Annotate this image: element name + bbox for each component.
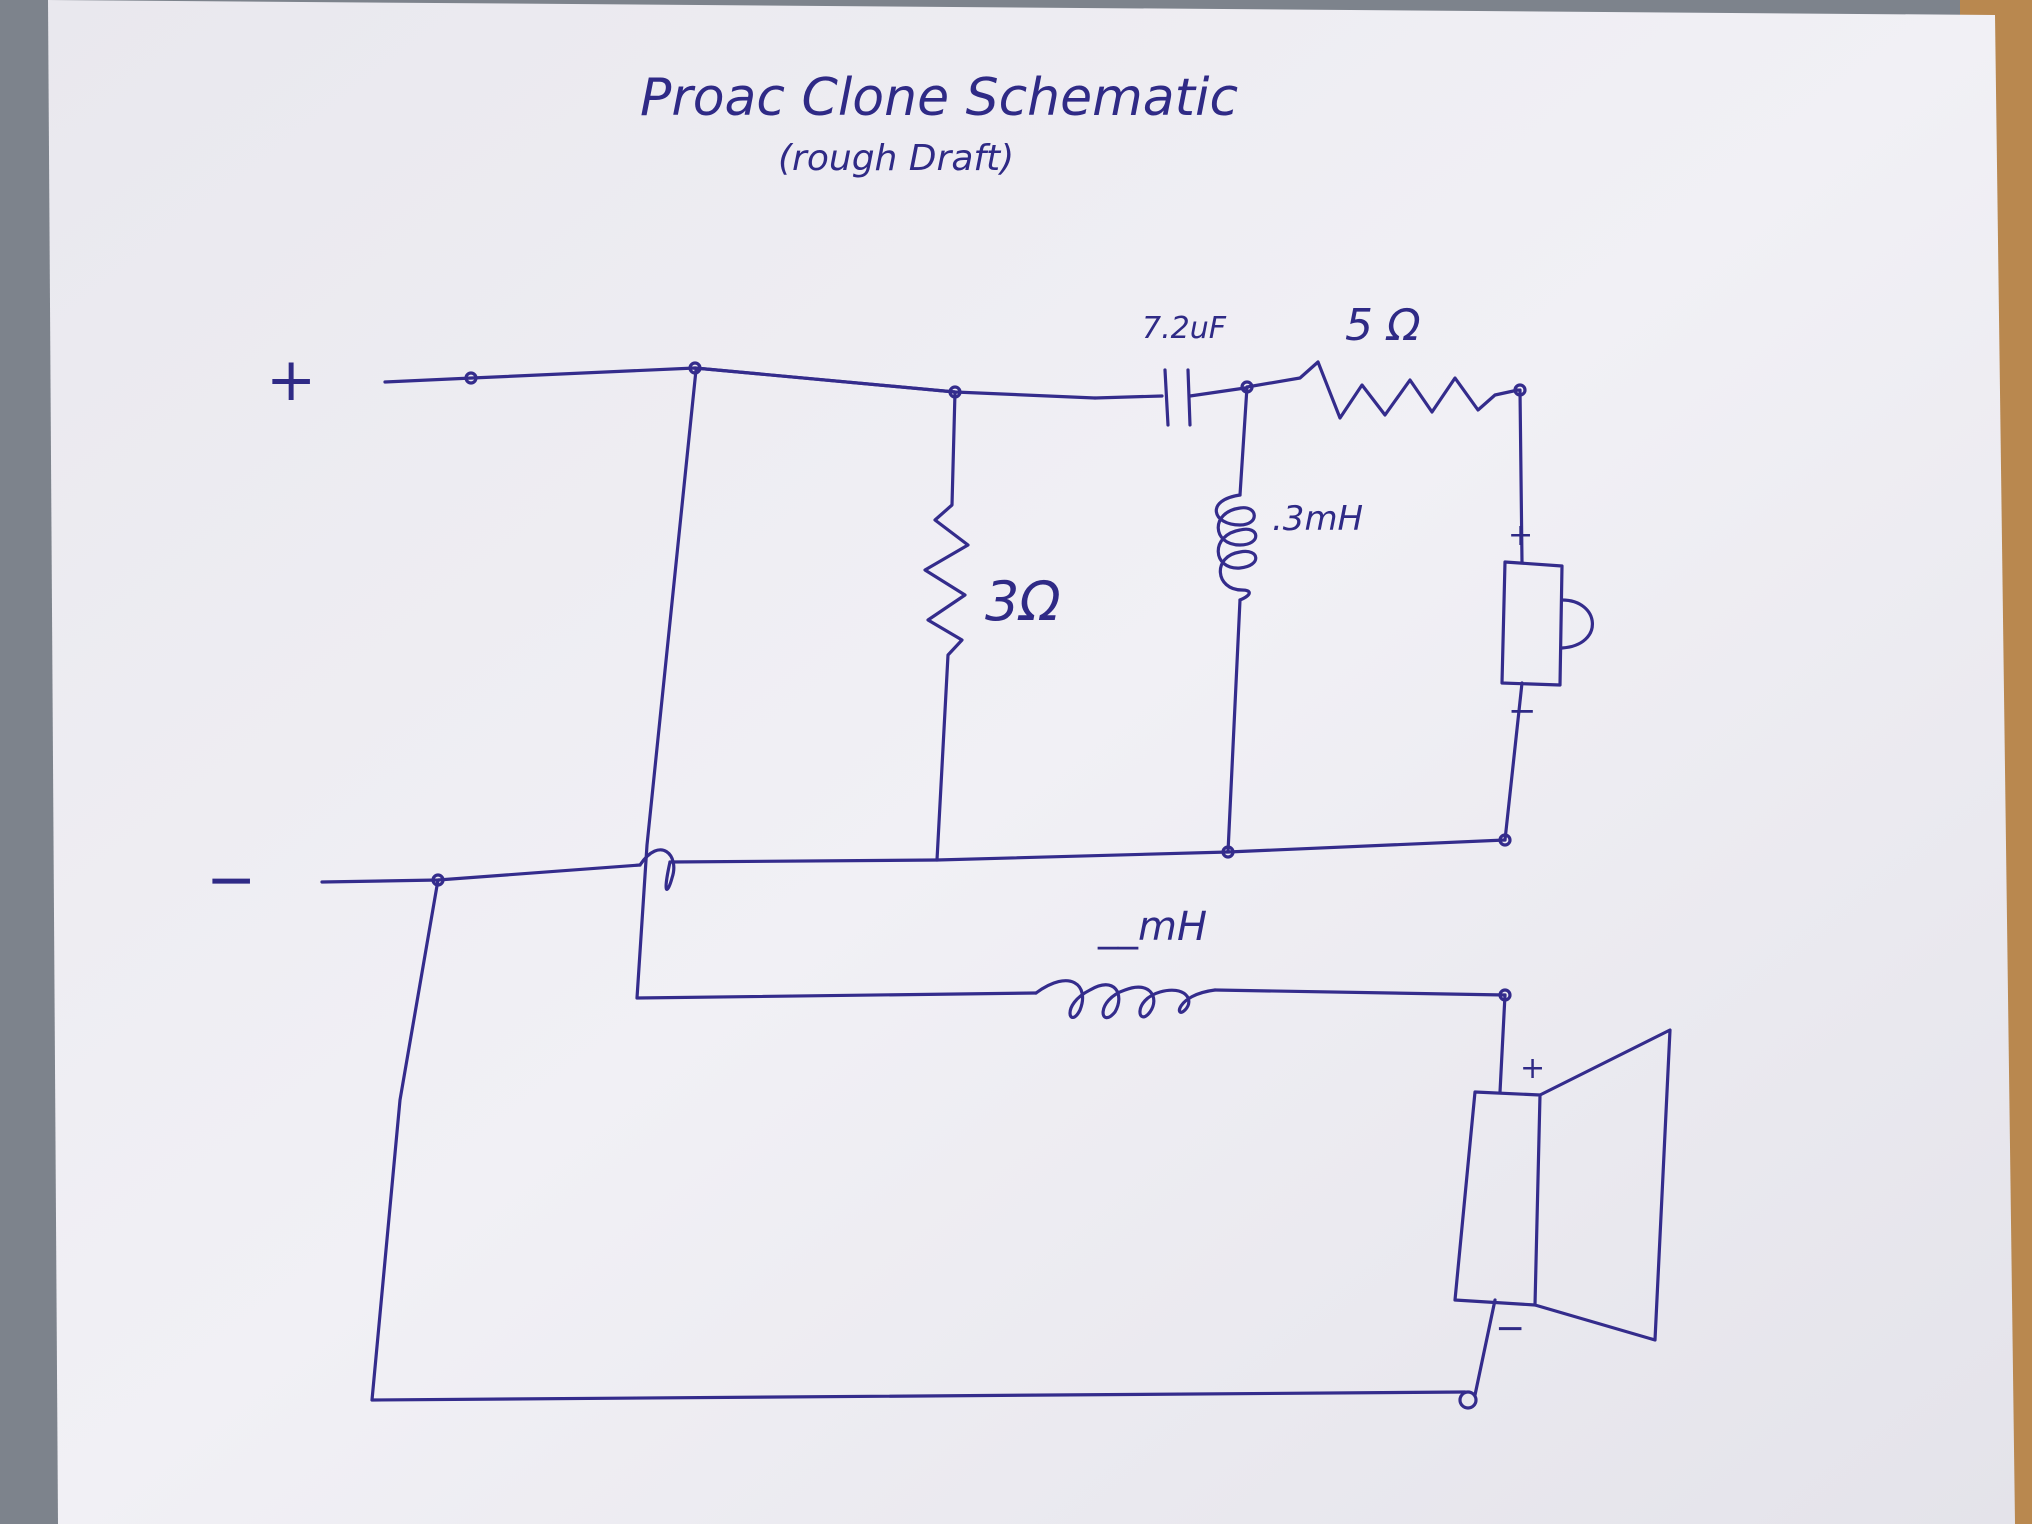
woofer-return-wire xyxy=(370,878,1467,1402)
tweeter-plus-label: + xyxy=(1508,518,1533,553)
woofer-branch-wire xyxy=(635,368,1038,1000)
paper-sheet xyxy=(48,0,2015,1524)
tweeter-inductor-label: .3mH xyxy=(1272,499,1363,539)
capacitor-label: 7.2uF xyxy=(1142,311,1227,346)
shunt-resistor-label: 3Ω xyxy=(985,570,1061,633)
schematic-subtitle: (rough Draft) xyxy=(778,138,1014,179)
tweeter-inductor-symbol xyxy=(1214,385,1258,859)
junction-dot xyxy=(464,371,478,385)
schematic-title: Proac Clone Schematic xyxy=(640,68,1238,128)
woofer-symbol xyxy=(1453,993,1672,1410)
woofer-minus-label: − xyxy=(1495,1308,1525,1349)
tweeter-minus-label: − xyxy=(1508,691,1537,731)
series-resistor-label: 5 Ω xyxy=(1345,300,1421,351)
negative-terminal-label: − xyxy=(206,845,256,915)
shunt-resistor-symbol xyxy=(693,366,970,862)
capacitor-symbol xyxy=(1093,368,1254,427)
positive-terminal-label: + xyxy=(266,345,316,415)
junction-dot xyxy=(1458,1390,1478,1410)
woofer-inductor-label: __mH xyxy=(1097,904,1207,950)
woofer-plus-label: + xyxy=(1520,1051,1545,1086)
tweeter-symbol xyxy=(1498,388,1594,847)
